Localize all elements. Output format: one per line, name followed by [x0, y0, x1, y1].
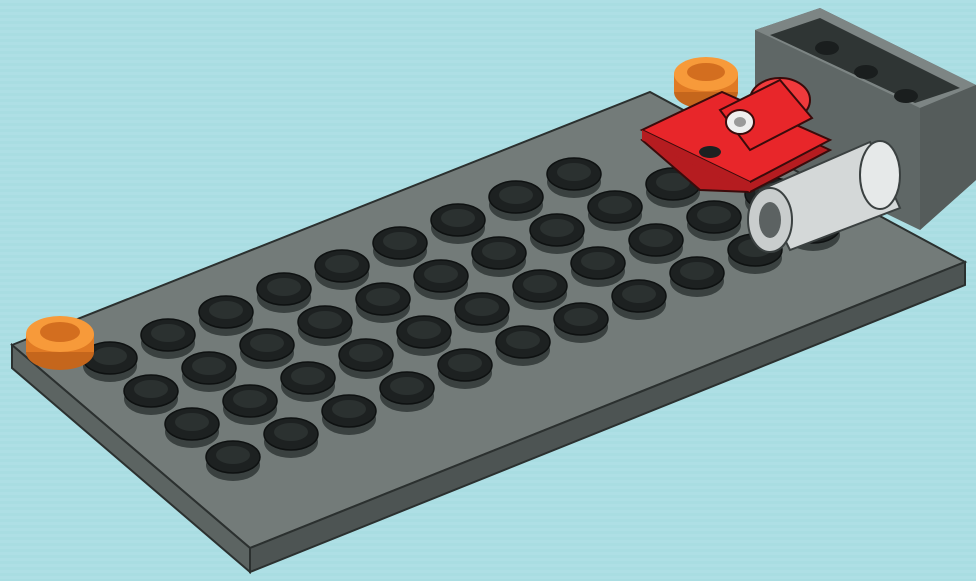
- stud: [571, 247, 625, 287]
- stud: [612, 280, 666, 320]
- stud: [489, 181, 543, 221]
- stud: [380, 372, 434, 412]
- stud: [588, 191, 642, 231]
- stud: [240, 329, 294, 369]
- stud: [298, 306, 352, 346]
- stud: [438, 349, 492, 389]
- stud: [397, 316, 451, 356]
- stud: [629, 224, 683, 264]
- stud: [281, 362, 335, 402]
- stud: [472, 237, 526, 277]
- stud: [670, 257, 724, 297]
- stud: [687, 201, 741, 241]
- stud: [373, 227, 427, 267]
- orange-round-stud-left: [26, 316, 94, 370]
- stud: [455, 293, 509, 333]
- stud: [322, 395, 376, 435]
- stud: [356, 283, 410, 323]
- stud: [339, 339, 393, 379]
- stud: [530, 214, 584, 254]
- stud: [554, 303, 608, 343]
- stud: [315, 250, 369, 290]
- stud: [513, 270, 567, 310]
- stud: [496, 326, 550, 366]
- stud: [431, 204, 485, 244]
- stud: [547, 158, 601, 198]
- stud: [141, 319, 195, 359]
- stud: [223, 385, 277, 425]
- stud: [206, 441, 260, 481]
- stud: [124, 375, 178, 415]
- stud: [199, 296, 253, 336]
- stud: [257, 273, 311, 313]
- stud: [182, 352, 236, 392]
- stud: [414, 260, 468, 300]
- stud: [165, 408, 219, 448]
- stud: [264, 418, 318, 458]
